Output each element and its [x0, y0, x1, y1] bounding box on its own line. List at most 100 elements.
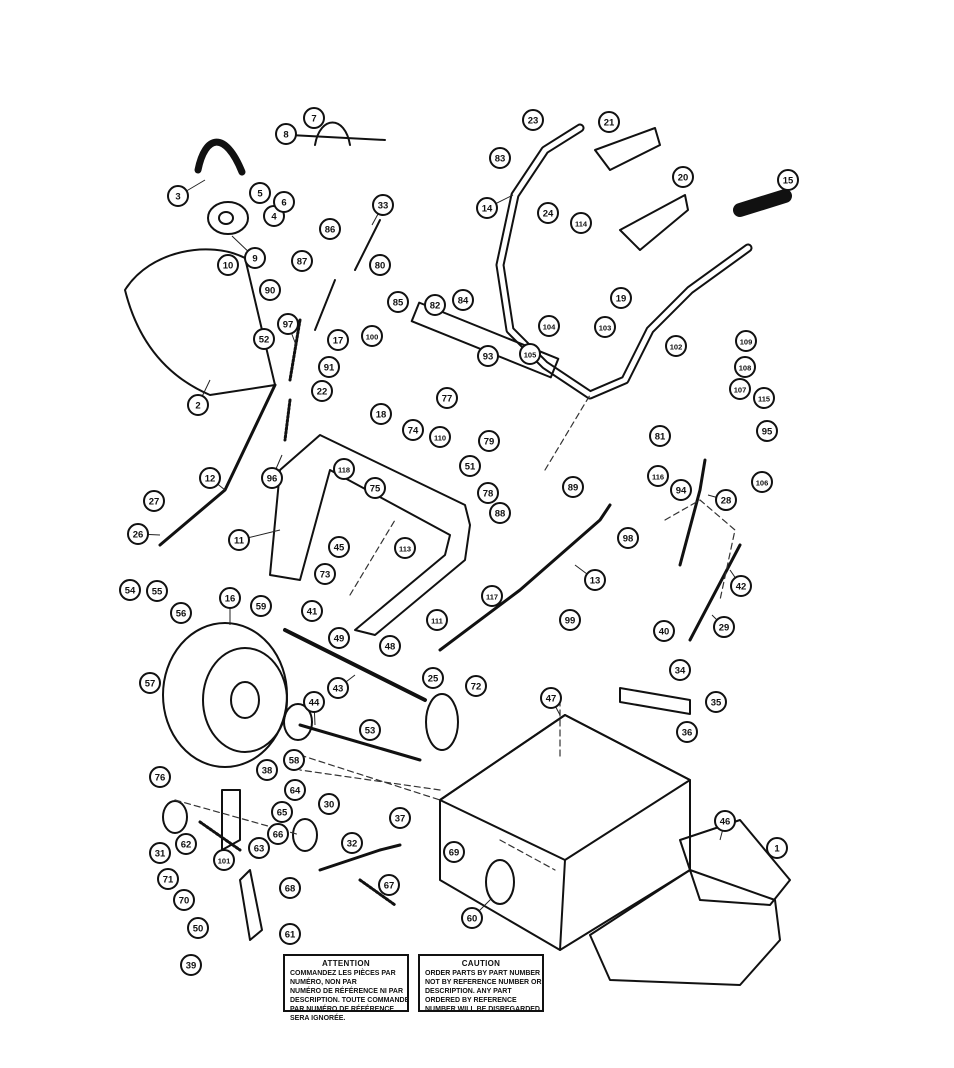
caution-notice-english: CAUTION ORDER PARTS BY PART NUMBER NOT B… [418, 954, 544, 1013]
callout-number: 1 [774, 844, 780, 855]
callout-number: 102 [670, 343, 683, 352]
transmission-housing-top [439, 714, 691, 861]
attention-line: DESCRIPTION. TOUTE COMMANDE [290, 997, 410, 1004]
attention-line: PAR NUMÉRO DE RÉFÉRENCE [290, 1006, 395, 1013]
callout-2: 2 [187, 394, 209, 416]
callout-number: 51 [465, 462, 476, 473]
drive-frame [269, 434, 471, 636]
callout-bubble [379, 635, 401, 657]
callout-bubble [250, 595, 272, 617]
callout-bubble [228, 529, 250, 551]
callout-bubble [489, 147, 511, 169]
callout-bubble [328, 536, 350, 558]
control-rod-left [158, 383, 277, 547]
callout-43: 43 [327, 677, 349, 699]
callout-23: 23 [522, 109, 544, 131]
callout-110: 110 [429, 426, 451, 448]
callout-87: 87 [291, 250, 313, 272]
callout-bubble [249, 182, 271, 204]
callout-bubble [537, 202, 559, 224]
callout-bubble [217, 254, 239, 276]
callout-115: 115 [753, 387, 775, 409]
callout-70: 70 [173, 889, 195, 911]
callout-bubble [291, 250, 313, 272]
callout-bubble [730, 575, 752, 597]
callout-bubble [173, 889, 195, 911]
callout-bubble [443, 841, 465, 863]
callout-bubble [149, 842, 171, 864]
handle-bracket-right [594, 127, 661, 171]
callout-number: 97 [283, 320, 294, 331]
caution-line: DESCRIPTION. ANY PART [425, 988, 512, 995]
callout-86: 86 [319, 218, 341, 240]
callout-number: 34 [675, 666, 686, 677]
callout-number: 108 [739, 364, 752, 373]
callout-bubble [402, 419, 424, 441]
callout-number: 27 [149, 497, 160, 508]
callout-number: 33 [378, 201, 389, 212]
callout-number: 5 [257, 189, 263, 200]
callout-number: 68 [285, 884, 296, 895]
callout-82: 82 [424, 294, 446, 316]
callout-number: 70 [179, 896, 190, 907]
callout-88: 88 [489, 502, 511, 524]
callout-number: 67 [384, 881, 395, 892]
callout-number: 31 [155, 849, 166, 860]
callout-number: 66 [273, 830, 284, 841]
drive-axle [298, 723, 422, 762]
callout-71: 71 [157, 868, 179, 890]
callout-bubble [610, 287, 632, 309]
callout-55: 55 [146, 580, 168, 602]
callout-44: 44 [303, 691, 325, 713]
callout-bubble [143, 490, 165, 512]
callout-bubble [187, 917, 209, 939]
callout-7: 7 [303, 107, 325, 129]
callout-30: 30 [318, 793, 340, 815]
callout-bubble [244, 247, 266, 269]
callout-number: 82 [430, 301, 441, 312]
callout-74: 74 [402, 419, 424, 441]
callout-number: 73 [320, 570, 331, 581]
callout-bubble [665, 335, 687, 357]
callout-bubble [594, 316, 616, 338]
callout-91: 91 [318, 356, 340, 378]
callout-bubble [436, 387, 458, 409]
callout-number: 57 [145, 679, 156, 690]
callout-bubble [519, 343, 541, 365]
callout-53: 53 [359, 719, 381, 741]
callout-28: 28 [715, 489, 737, 511]
callout-number: 41 [307, 607, 318, 618]
attention-line: NUMÉRO DE RÉFÉRENCE NI PAR [290, 988, 404, 995]
caution-line: ORDER PARTS BY PART NUMBER [425, 970, 541, 977]
callout-79: 79 [478, 430, 500, 452]
callout-number: 79 [484, 437, 495, 448]
callout-bubble [729, 378, 751, 400]
callout-number: 118 [338, 466, 350, 475]
callout-number: 14 [482, 204, 493, 215]
callout-118: 118 [333, 458, 355, 480]
callout-13: 13 [584, 569, 606, 591]
callout-bubble [267, 823, 289, 845]
callout-number: 4 [271, 212, 277, 223]
callout-number: 43 [333, 684, 344, 695]
callout-bubble [359, 719, 381, 741]
callout-bubble [394, 537, 416, 559]
callout-27: 27 [143, 490, 165, 512]
callout-bubble [219, 587, 241, 609]
callout-number: 80 [375, 261, 386, 272]
callout-bubble [275, 123, 297, 145]
callout-number: 59 [256, 602, 267, 613]
callout-bubble [277, 313, 299, 335]
callout-bubble [477, 345, 499, 367]
callout-12: 12 [199, 467, 221, 489]
callout-34: 34 [669, 659, 691, 681]
callout-bubble [538, 315, 560, 337]
drive-pulley [162, 800, 188, 834]
callout-number: 77 [442, 394, 453, 405]
callout-bubble [389, 807, 411, 829]
callout-number: 18 [376, 410, 387, 421]
callout-51: 51 [459, 455, 481, 477]
callout-number: 111 [431, 617, 443, 626]
assembly-guide-line [174, 799, 301, 836]
callout-number: 23 [528, 116, 539, 127]
